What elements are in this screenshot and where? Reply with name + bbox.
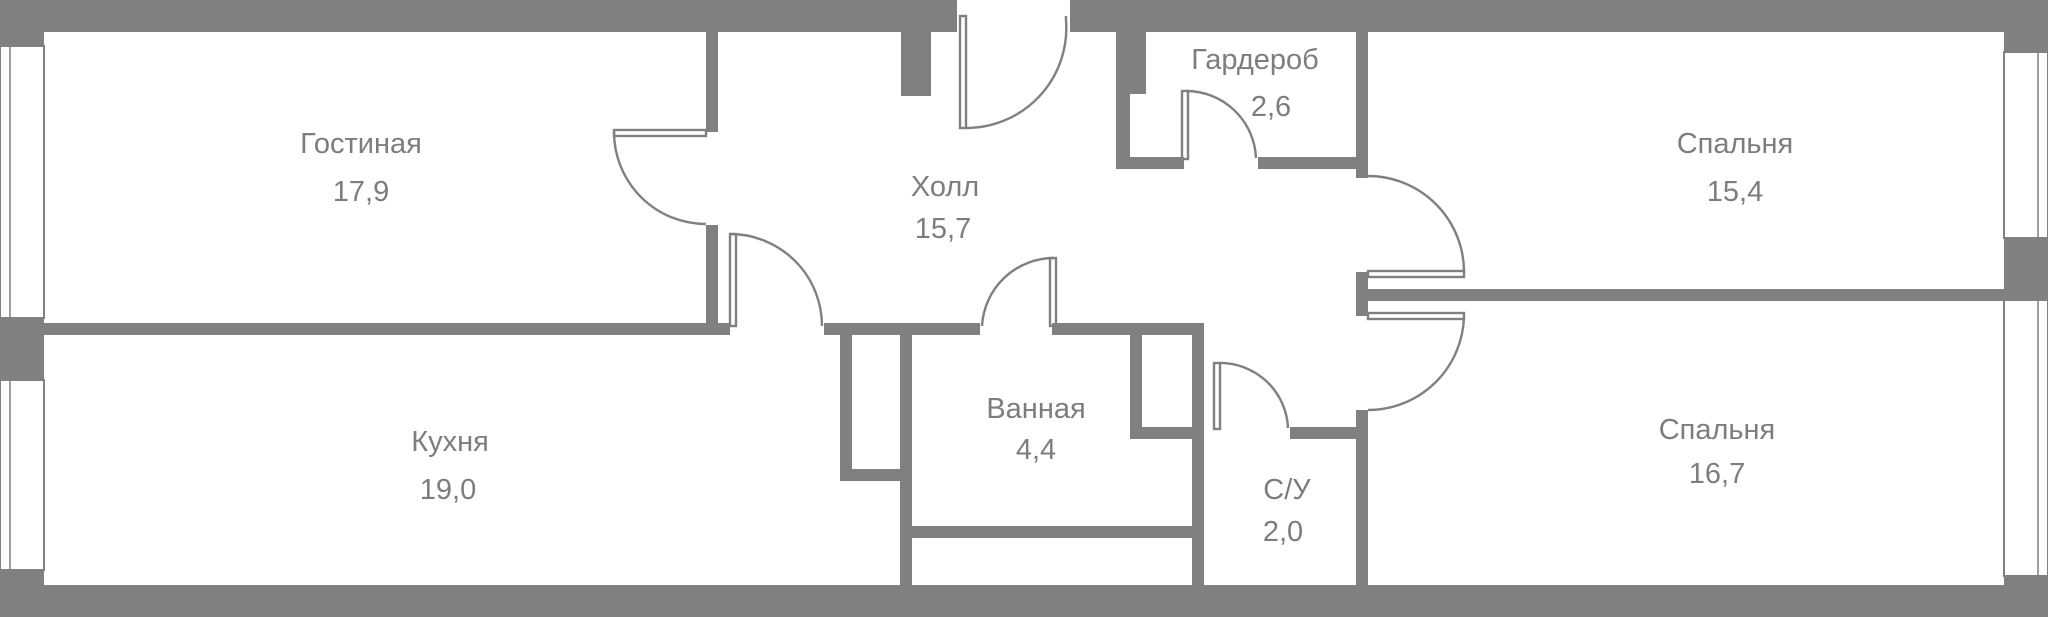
wall-wc-niche: [1130, 335, 1142, 439]
room-name-bedroom1: Спальня: [1677, 128, 1794, 160]
wall-bath-niche-bottom: [840, 469, 912, 481]
bedroom1-door-swing: [1367, 174, 1466, 273]
room-name-wardrobe: Гардероб: [1191, 44, 1319, 76]
wall-wardrobe-bottom-left: [1116, 157, 1184, 169]
room-name-kitchen: Кухня: [411, 426, 489, 458]
doors: [612, 14, 1466, 431]
window-left-lower: [0, 379, 45, 571]
wall-top-right: [1070, 0, 2048, 32]
entrance-door-swing: [965, 16, 1068, 130]
room-area-kitchen: 19,0: [420, 474, 476, 506]
wall-bedrooms: [1368, 289, 2004, 301]
room-area-bathroom: 4,4: [1016, 434, 1056, 466]
interior-walls: [44, 32, 2004, 585]
wall-bath-lower: [912, 526, 1198, 538]
entrance-jamb-right: [1070, 0, 1110, 32]
wc-door-leaf: [1212, 361, 1222, 431]
wall-bottom: [0, 585, 2048, 617]
room-labels: Гостиная 17,9 Холл 15,7 Гардероб 2,6 Спа…: [300, 44, 1793, 548]
wall-bath-top-left: [824, 323, 980, 335]
bedroom1-door-leaf: [1366, 269, 1466, 279]
window-left-upper: [0, 45, 45, 319]
room-area-wardrobe: 2,6: [1251, 91, 1291, 123]
wall-wardrobe-left-thick: [1116, 32, 1146, 94]
room-area-living: 17,9: [333, 176, 389, 208]
kitchen-door-leaf: [728, 232, 738, 328]
living-door-leaf: [612, 128, 708, 138]
wall-wc-top: [1290, 427, 1360, 439]
wardrobe-door-leaf: [1180, 89, 1190, 161]
room-area-hall: 15,7: [915, 213, 971, 245]
room-name-wc: С/У: [1263, 474, 1311, 506]
wall-wardrobe-right: [1356, 32, 1368, 178]
wall-hall-bed-upper: [1356, 272, 1368, 316]
wall-kitchen-bath: [900, 335, 912, 585]
kitchen-door-swing: [729, 232, 824, 327]
wc-door-swing: [1217, 361, 1290, 429]
wall-bath-wc: [1192, 323, 1204, 585]
wall-bath-niche: [840, 335, 852, 481]
wall-living-kitchen: [44, 323, 730, 335]
window-right-upper: [2003, 51, 2048, 239]
room-name-bedroom2: Спальня: [1659, 414, 1776, 446]
room-name-hall: Холл: [911, 171, 979, 203]
wall-wc-niche-bottom: [1130, 427, 1204, 439]
bath-door-leaf: [1048, 256, 1058, 328]
wall-living-hall-upper: [706, 32, 718, 132]
room-area-bedroom2: 16,7: [1689, 458, 1745, 490]
room-name-living: Гостиная: [300, 128, 422, 160]
wall-bath-top-right: [1052, 323, 1204, 335]
windows: [0, 45, 2048, 577]
wall-hall-bed-lower: [1356, 410, 1368, 585]
bath-door-swing: [980, 256, 1055, 327]
entrance-jamb-left: [902, 0, 957, 32]
room-area-wc: 2,0: [1263, 516, 1303, 548]
bedroom2-door-swing: [1367, 315, 1466, 412]
wall-hall-stub: [901, 32, 931, 96]
wall-wardrobe-bottom-right: [1258, 157, 1362, 169]
window-right-lower: [2003, 299, 2048, 577]
wall-living-hall-lower: [706, 225, 718, 329]
bedroom2-door-leaf: [1366, 311, 1466, 321]
room-name-bathroom: Ванная: [986, 393, 1085, 425]
entrance-door-leaf: [958, 14, 968, 130]
living-door-swing: [612, 131, 707, 226]
room-area-bedroom1: 15,4: [1707, 176, 1763, 208]
wardrobe-door-swing: [1185, 89, 1258, 159]
wall-top-left: [0, 0, 957, 32]
